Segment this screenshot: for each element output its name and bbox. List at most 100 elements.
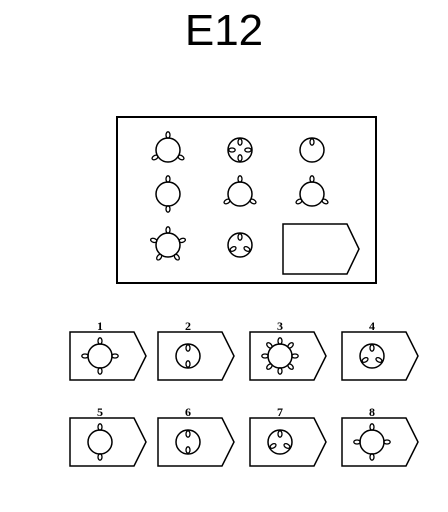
petal-loop — [369, 423, 375, 431]
circle-shape — [87, 343, 113, 369]
petal-loop — [81, 353, 89, 359]
petal-loop — [277, 430, 283, 438]
petal-loop — [185, 446, 191, 454]
circle-shape — [227, 137, 253, 163]
answer-option-8[interactable]: 8 — [341, 405, 419, 467]
petal-loop — [243, 245, 251, 253]
answer-option-1[interactable]: 1 — [69, 319, 147, 381]
option-frame — [69, 417, 147, 467]
option-number: 3 — [277, 319, 283, 333]
matrix-cell-figure — [299, 137, 325, 163]
option-number: 4 — [369, 319, 375, 333]
option-frame — [249, 417, 327, 467]
option-frame — [157, 417, 235, 467]
option-figure — [81, 337, 119, 375]
petal-loop — [383, 439, 391, 445]
option-figure — [359, 343, 385, 369]
petal-loop — [165, 175, 171, 183]
option-frame — [341, 417, 419, 467]
option-number: 1 — [97, 319, 103, 333]
petal-loop — [309, 138, 315, 146]
option-number: 6 — [185, 405, 191, 419]
matrix-cell-figure — [151, 131, 185, 163]
petal-loop — [156, 253, 163, 261]
petal-loop — [283, 442, 291, 450]
option-frame — [249, 331, 327, 381]
answer-option-3[interactable]: 3 — [249, 319, 327, 381]
answer-options: 1 2 3 4 5 6 7 8 — [69, 319, 419, 467]
answer-option-7[interactable]: 7 — [249, 405, 327, 467]
petal-loop — [321, 198, 329, 205]
matrix-cell-figure — [223, 175, 257, 207]
petal-loop — [266, 342, 273, 349]
petal-loop — [249, 198, 257, 205]
petal-loop — [353, 439, 361, 445]
option-number: 8 — [369, 405, 375, 419]
petal-loop — [287, 342, 294, 349]
option-figure — [175, 429, 201, 455]
matrix-cell-figure — [227, 137, 253, 163]
petal-loop — [165, 205, 171, 213]
circle-shape — [267, 429, 293, 455]
option-figure — [353, 423, 391, 461]
petal-loop — [178, 237, 187, 244]
petal-loop — [277, 367, 283, 375]
circle-shape — [155, 137, 181, 163]
answer-option-5[interactable]: 5 — [69, 405, 147, 467]
circle-shape — [175, 343, 201, 369]
petal-loop — [149, 237, 158, 244]
puzzle-title: E12 — [184, 6, 264, 55]
circle-shape — [227, 181, 253, 207]
circle-shape — [359, 343, 385, 369]
petal-loop — [309, 175, 315, 183]
petal-loop — [185, 360, 191, 368]
petal-loop — [97, 337, 103, 345]
option-number: 5 — [97, 405, 103, 419]
answer-option-6[interactable]: 6 — [157, 405, 235, 467]
matrix-cell-figure — [227, 232, 253, 258]
petal-loop — [97, 453, 103, 461]
option-number: 2 — [185, 319, 191, 333]
option-figure — [261, 337, 299, 375]
option-figure — [87, 423, 113, 461]
petal-loop — [237, 154, 243, 162]
petal-loop — [237, 175, 243, 183]
circle-shape — [359, 429, 385, 455]
petal-loop — [229, 245, 237, 253]
petal-loop — [295, 198, 303, 205]
circle-shape — [227, 232, 253, 258]
petal-loop — [237, 233, 243, 241]
circle-shape — [175, 429, 201, 455]
petal-loop — [185, 430, 191, 438]
matrix-grid — [149, 131, 360, 275]
circle-shape — [155, 181, 181, 207]
petal-loop — [97, 367, 103, 375]
circle-shape — [87, 429, 113, 455]
option-frame — [157, 331, 235, 381]
petal-loop — [151, 154, 159, 161]
circle-shape — [155, 232, 181, 258]
matrix-cell-figure — [295, 175, 329, 207]
option-figure — [175, 343, 201, 369]
option-figure — [267, 429, 293, 455]
matrix-cell-figure — [149, 226, 187, 261]
answer-option-4[interactable]: 4 — [341, 319, 419, 381]
petal-loop — [291, 353, 299, 359]
answer-option-2[interactable]: 2 — [157, 319, 235, 381]
petal-loop — [185, 344, 191, 352]
option-number: 7 — [277, 405, 283, 419]
petal-loop — [237, 138, 243, 146]
petal-loop — [277, 337, 283, 345]
petal-loop — [228, 147, 236, 153]
petal-loop — [223, 198, 231, 205]
petal-loop — [165, 226, 171, 234]
petal-loop — [287, 363, 294, 370]
option-frame — [69, 331, 147, 381]
petal-loop — [361, 356, 369, 364]
petal-loop — [261, 353, 269, 359]
petal-loop — [244, 147, 252, 153]
circle-shape — [299, 181, 325, 207]
petal-loop — [97, 423, 103, 431]
petal-loop — [269, 442, 277, 450]
